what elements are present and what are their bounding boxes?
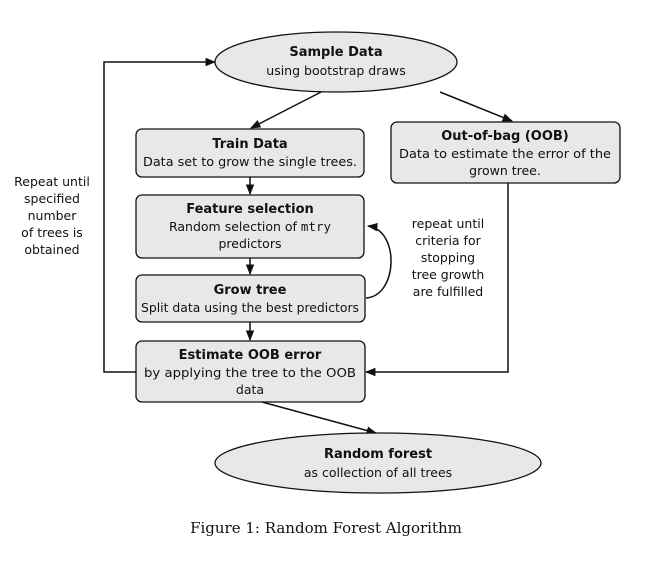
node-sample-data: Sample Data using bootstrap draws: [214, 31, 458, 93]
edge-repeat-inner-loop: [365, 223, 392, 299]
train-data-desc: Data set to grow the single trees.: [143, 154, 357, 169]
repeat-inner-line-1: repeat until: [412, 216, 484, 231]
oob-desc-line-2: grown tree.: [469, 163, 541, 178]
node-oob: Out-of-bag (OOB) Data to estimate the er…: [390, 121, 621, 184]
feature-selection-desc-prefix: Random selection of: [169, 219, 301, 234]
edge-oob-to-estimate: [364, 183, 509, 377]
repeat-outer-line-5: obtained: [24, 242, 79, 257]
node-train-data: Train Data Data set to grow the single t…: [135, 128, 365, 178]
feature-selection-desc-line-1: Random selection of mtry: [169, 219, 331, 234]
estimate-oob-desc-line-2: data: [236, 382, 264, 397]
estimate-oob-desc-line-1: by applying the tree to the OOB: [144, 365, 356, 380]
grow-tree-desc: Split data using the best predictors: [141, 300, 359, 315]
estimate-oob-title: Estimate OOB error: [179, 348, 322, 363]
label-repeat-inner: repeat until criteria for stopping tree …: [412, 216, 485, 299]
sample-data-title: Sample Data: [289, 45, 382, 60]
repeat-outer-line-3: number: [28, 208, 78, 223]
random-forest-title: Random forest: [324, 447, 432, 462]
train-data-title: Train Data: [212, 137, 287, 152]
random-forest-desc: as collection of all trees: [304, 465, 452, 480]
oob-desc-line-1: Data to estimate the error of the: [399, 146, 611, 161]
repeat-inner-line-5: are fulfilled: [413, 284, 483, 299]
feature-selection-desc-line-2: predictors: [219, 236, 282, 251]
repeat-outer-line-1: Repeat until: [14, 174, 90, 189]
node-random-forest: Random forest as collection of all trees: [214, 432, 542, 494]
sample-data-desc: using bootstrap draws: [266, 63, 405, 78]
repeat-inner-line-4: tree growth: [412, 267, 485, 282]
feature-selection-title: Feature selection: [186, 202, 314, 217]
node-feature-selection: Feature selection Random selection of mt…: [135, 194, 365, 259]
edge-sample-to-oob: [439, 91, 513, 122]
label-repeat-outer: Repeat until specified number of trees i…: [14, 174, 90, 257]
edge-estimate-to-forest: [261, 401, 378, 435]
repeat-inner-line-2: criteria for: [415, 233, 481, 248]
mtry-code: mtry: [301, 219, 332, 234]
node-estimate-oob-error: Estimate OOB error by applying the tree …: [135, 340, 366, 403]
node-grow-tree: Grow tree Split data using the best pred…: [135, 274, 366, 323]
repeat-outer-line-2: specified: [24, 191, 80, 206]
edge-sample-to-train: [250, 89, 326, 129]
repeat-inner-line-3: stopping: [421, 250, 475, 265]
edge-repeat-outer-loop: [103, 57, 217, 373]
repeat-outer-line-4: of trees is: [21, 225, 83, 240]
oob-title: Out-of-bag (OOB): [441, 129, 568, 144]
figure-caption: Figure 1: Random Forest Algorithm: [190, 519, 462, 537]
grow-tree-title: Grow tree: [214, 283, 287, 298]
